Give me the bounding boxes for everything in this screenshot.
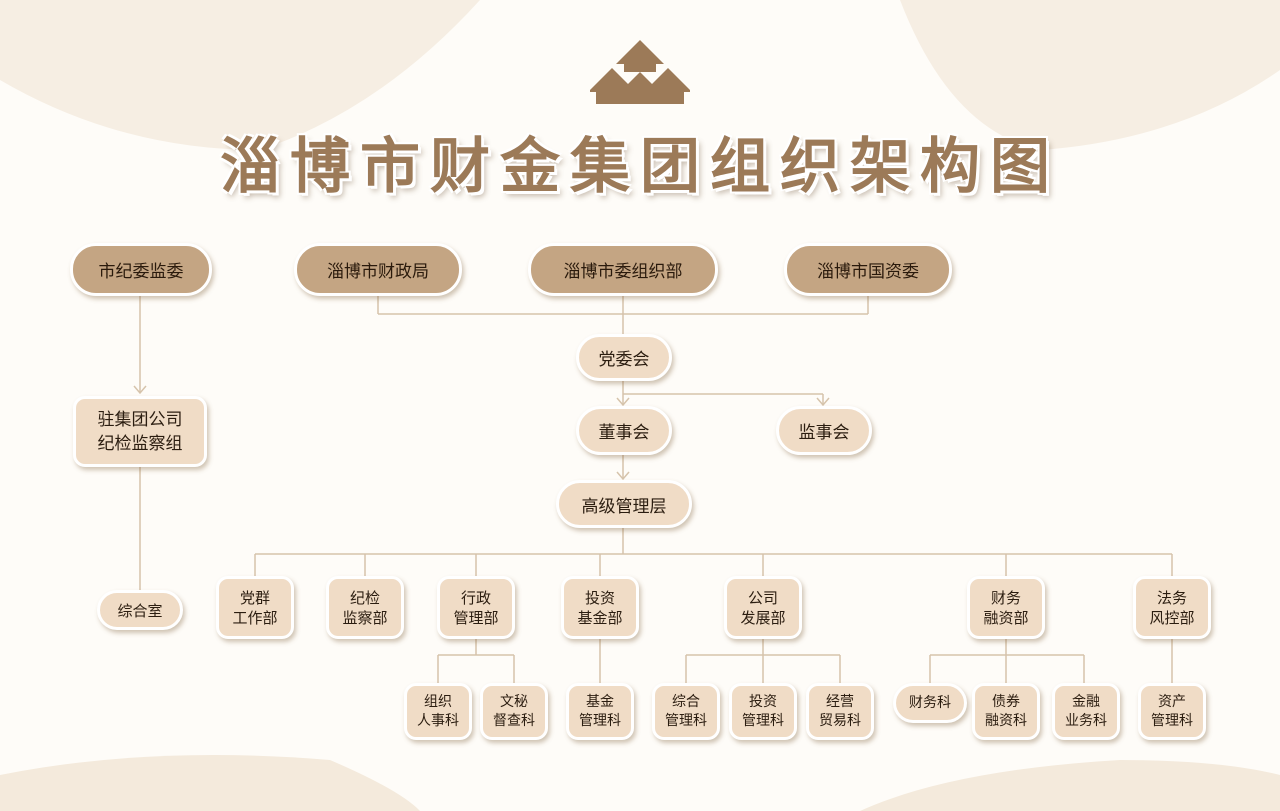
node-dongshi: 董事会 [576, 406, 672, 455]
node-caizheng: 淄博市财政局 [294, 243, 462, 296]
node-jijian-bu: 纪检 监察部 [326, 576, 404, 639]
node-caiwu-ke: 财务科 [893, 683, 967, 723]
page-title: 淄博市财金集团组织架构图 [220, 132, 1060, 202]
node-jijin-guanli: 基金 管理科 [566, 683, 634, 740]
node-zhaiquan: 债券 融资科 [972, 683, 1040, 740]
node-dangqun: 党群 工作部 [216, 576, 294, 639]
node-touzi: 投资 基金部 [561, 576, 639, 639]
node-jijian-zu: 驻集团公司 纪检监察组 [73, 396, 207, 467]
node-fazhan: 公司 发展部 [724, 576, 802, 639]
node-dangwei: 党委会 [576, 334, 672, 381]
node-guozi: 淄博市国资委 [784, 243, 952, 296]
node-jianshi: 监事会 [776, 406, 872, 455]
node-zonghe-shi: 综合室 [97, 590, 183, 630]
top-right-arc [900, 0, 1280, 150]
bottom-right-arc [860, 760, 1280, 811]
node-xingzheng: 行政 管理部 [437, 576, 515, 639]
node-touzi-guanli: 投资 管理科 [729, 683, 797, 740]
node-gaoguan: 高级管理层 [556, 480, 692, 528]
node-wenmi: 文秘 督查科 [480, 683, 548, 740]
top-left-arc [0, 0, 480, 150]
node-zonghe-guanli: 综合 管理科 [652, 683, 720, 740]
node-caiwu-bu: 财务 融资部 [967, 576, 1045, 639]
node-fawu: 法务 风控部 [1133, 576, 1211, 639]
node-jingying: 经营 贸易科 [806, 683, 874, 740]
house-roof-logo-icon [590, 40, 690, 104]
node-zuzhi: 淄博市委组织部 [528, 243, 718, 296]
node-jiwei: 市纪委监委 [70, 243, 212, 296]
node-zuzhi-renshi: 组织 人事科 [404, 683, 472, 740]
bottom-left-arc [0, 755, 420, 811]
node-zichan: 资产 管理科 [1138, 683, 1206, 740]
node-jinrong: 金融 业务科 [1052, 683, 1120, 740]
